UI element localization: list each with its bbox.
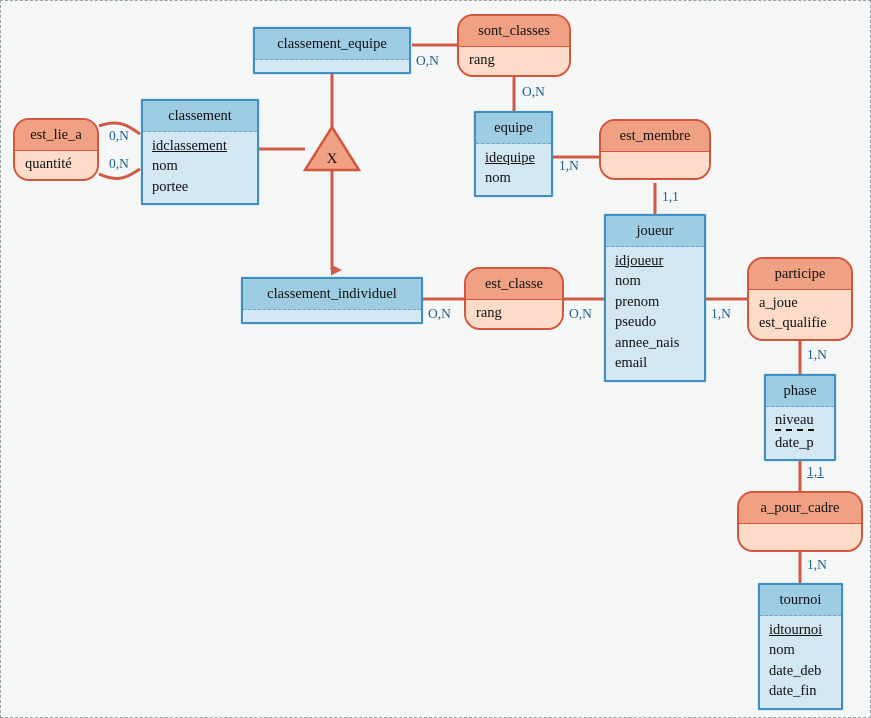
relationship-a_pour_cadre[interactable]: a_pour_cadre: [737, 491, 863, 552]
entity-title: equipe: [476, 113, 551, 144]
attribute-a_joue: a_joue: [759, 294, 798, 311]
relationship-attributes: rang: [459, 46, 569, 75]
relationship-title: participe: [749, 259, 851, 290]
attribute-rang: rang: [469, 51, 495, 68]
relationship-title: est_membre: [601, 121, 709, 152]
attribute-nom: nom: [152, 158, 178, 174]
relationship-attributes: quantité: [15, 150, 97, 179]
cardinality-sont_classes-equipe: O,N: [522, 84, 545, 99]
attribute-prenom: prenom: [615, 293, 660, 310]
entity-title: tournoi: [760, 585, 841, 616]
attribute-pseudo: pseudo: [615, 314, 657, 330]
entity-attributes: idjoueur nom prenom pseudo annee_nais em…: [606, 246, 704, 380]
attribute-nom: nom: [485, 170, 511, 186]
entity-joueur[interactable]: joueur idjoueur nom prenom pseudo annee_…: [604, 214, 706, 382]
attribute-idtournoi: idtournoi: [769, 621, 823, 638]
cardinality-a_pour_cadre-tournoi: 1,N: [807, 557, 827, 572]
attribute-quantite: quantité: [25, 155, 72, 172]
entity-attributes: idtournoi nom date_deb date_fin: [760, 615, 841, 708]
entity-classement[interactable]: classement idclassement nom portee: [141, 99, 259, 205]
entity-phase[interactable]: phase niveau date_p: [764, 374, 836, 461]
relationship-est_membre[interactable]: est_membre: [599, 119, 711, 180]
attribute-email: email: [615, 355, 648, 371]
relationship-title: est_classe: [466, 269, 562, 300]
entity-equipe[interactable]: equipe idequipe nom: [474, 111, 553, 197]
entity-attributes: [255, 59, 409, 72]
entity-classement_individuel[interactable]: classement_individuel: [241, 277, 423, 324]
attribute-idjoueur: idjoueur: [615, 252, 664, 269]
relationship-attributes: rang: [466, 299, 562, 328]
attribute-idclassement: idclassement: [152, 137, 227, 154]
cardinality-participe-phase: 1,N: [807, 347, 827, 362]
attribute-rang: rang: [476, 304, 502, 321]
entity-attributes: idclassement nom portee: [143, 131, 257, 203]
relationship-sont_classes[interactable]: sont_classes rang: [457, 14, 571, 77]
cardinality-classement_individuel-est_classe: O,N: [428, 306, 451, 321]
cardinality-est_lie_a-top: 0,N: [109, 128, 129, 143]
entity-title: joueur: [606, 216, 704, 247]
attribute-est_qualifie: est_qualifie: [759, 315, 827, 331]
relationship-attributes: [739, 523, 861, 550]
attribute-date_fin: date_fin: [769, 683, 817, 699]
relationship-est_classe[interactable]: est_classe rang: [464, 267, 564, 330]
attribute-nom: nom: [769, 642, 795, 658]
entity-title: classement_equipe: [255, 29, 409, 60]
relationship-attributes: a_joue est_qualifie: [749, 289, 851, 339]
cardinality-joueur-participe: 1,N: [711, 306, 731, 321]
entity-title: phase: [766, 376, 834, 407]
entity-classement_equipe[interactable]: classement_equipe: [253, 27, 411, 74]
cardinality-classement_equipe-sont_classes: O,N: [416, 53, 439, 68]
entity-attributes: idequipe nom: [476, 143, 551, 195]
attribute-nom: nom: [615, 273, 641, 289]
relationship-participe[interactable]: participe a_joue est_qualifie: [747, 257, 853, 341]
triangle-icon: [302, 124, 362, 172]
cardinality-est_classe-joueur: O,N: [569, 306, 592, 321]
relationship-title: sont_classes: [459, 16, 569, 47]
cardinality-est_membre-joueur: 1,1: [662, 189, 679, 204]
entity-title: classement_individuel: [243, 279, 421, 310]
relationship-title: est_lie_a: [15, 120, 97, 151]
relationship-title: a_pour_cadre: [739, 493, 861, 524]
attribute-portee: portee: [152, 178, 189, 195]
relationship-attributes: [601, 151, 709, 178]
entity-tournoi[interactable]: tournoi idtournoi nom date_deb date_fin: [758, 583, 843, 710]
entity-attributes: [243, 309, 421, 322]
cardinality-phase-a_pour_cadre: 1,1: [807, 464, 824, 479]
relationship-est_lie_a[interactable]: est_lie_a quantité: [13, 118, 99, 181]
entity-attributes: niveau date_p: [766, 406, 834, 459]
attribute-date_p: date_p: [775, 434, 814, 451]
attribute-annee_nais: annee_nais: [615, 334, 680, 351]
cardinality-est_lie_a-bottom: 0,N: [109, 156, 129, 171]
specialization-triangle-x[interactable]: X: [302, 124, 362, 173]
attribute-idequipe: idequipe: [485, 149, 535, 166]
attribute-niveau: niveau: [775, 411, 814, 431]
attribute-date_deb: date_deb: [769, 662, 822, 679]
cardinality-equipe-est_membre: 1,N: [559, 158, 579, 173]
specialization-label: X: [326, 151, 338, 167]
entity-title: classement: [143, 101, 257, 132]
